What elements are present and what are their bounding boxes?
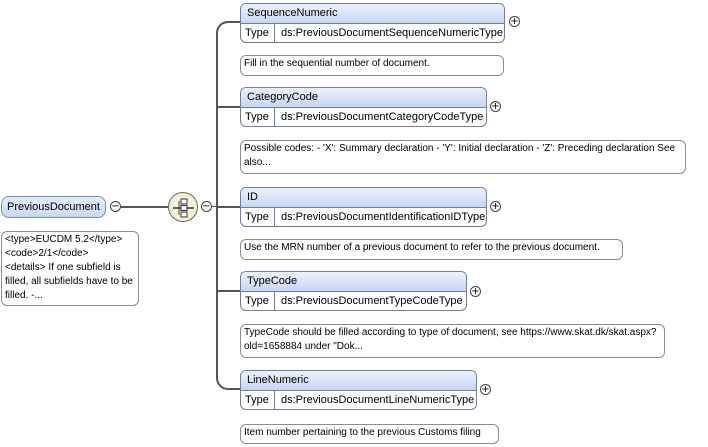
branch-id: [216, 206, 240, 208]
element-linenumeric[interactable]: LineNumeric Type ds:PreviousDocumentLineN…: [240, 370, 477, 410]
type-label: Type: [241, 208, 275, 226]
sequence-connector: [211, 206, 217, 207]
element-categorycode[interactable]: CategoryCode Type ds:PreviousDocumentCate…: [240, 87, 487, 127]
expand-sequencenumeric-icon[interactable]: +: [509, 16, 520, 27]
type-label: Type: [241, 108, 275, 126]
expand-typecode-icon[interactable]: +: [470, 286, 481, 297]
annotation-linenumeric: Item number pertaining to the previous C…: [240, 424, 499, 444]
type-value: ds:PreviousDocumentSequenceNumericType: [281, 27, 503, 39]
type-value: ds:PreviousDocumentTypeCodeType: [281, 295, 463, 307]
element-name: LineNumeric: [241, 371, 476, 391]
annotation-id: Use the MRN number of a previous documen…: [240, 239, 623, 260]
expand-id-icon[interactable]: +: [490, 201, 501, 212]
type-label: Type: [241, 24, 275, 42]
element-name: CategoryCode: [241, 88, 486, 108]
element-sequencenumeric[interactable]: SequenceNumeric Type ds:PreviousDocumentS…: [240, 3, 505, 43]
element-name: TypeCode: [241, 272, 466, 292]
annotation-categorycode: Possible codes: - 'X': Summary declarati…: [240, 140, 686, 174]
root-element-label: PreviousDocument: [7, 201, 100, 213]
type-value: ds:PreviousDocumentCategoryCodeType: [281, 111, 484, 123]
branch-category: [216, 106, 240, 108]
sequence-compositor-icon[interactable]: [168, 192, 198, 222]
collapse-root-icon[interactable]: −: [110, 201, 121, 212]
type-value: ds:PreviousDocumentLineNumericType: [281, 394, 475, 406]
element-typecode[interactable]: TypeCode Type ds:PreviousDocumentTypeCode…: [240, 271, 467, 311]
type-value: ds:PreviousDocumentIdentificationIDType: [281, 211, 486, 223]
element-id[interactable]: ID Type ds:PreviousDocumentIdentification…: [240, 187, 487, 227]
annotation-sequencenumeric: Fill in the sequential number of documen…: [240, 55, 504, 76]
root-element-previousdocument[interactable]: PreviousDocument: [1, 196, 106, 218]
collapse-sequence-icon[interactable]: −: [201, 201, 212, 212]
annotation-typecode: TypeCode should be filled according to t…: [240, 324, 665, 358]
children-bracket: [216, 21, 241, 390]
expand-linenumeric-icon[interactable]: +: [480, 384, 491, 395]
element-name: SequenceNumeric: [241, 4, 504, 24]
expand-categorycode-icon[interactable]: +: [490, 101, 501, 112]
type-label: Type: [241, 391, 275, 409]
branch-typecode: [216, 290, 240, 292]
root-connector: [121, 206, 169, 208]
sequence-icon: [173, 198, 194, 218]
element-name: ID: [241, 188, 486, 208]
root-annotation: <type>EUCDM 5.2</type> <code>2/1</code> …: [1, 231, 139, 306]
type-label: Type: [241, 292, 275, 310]
